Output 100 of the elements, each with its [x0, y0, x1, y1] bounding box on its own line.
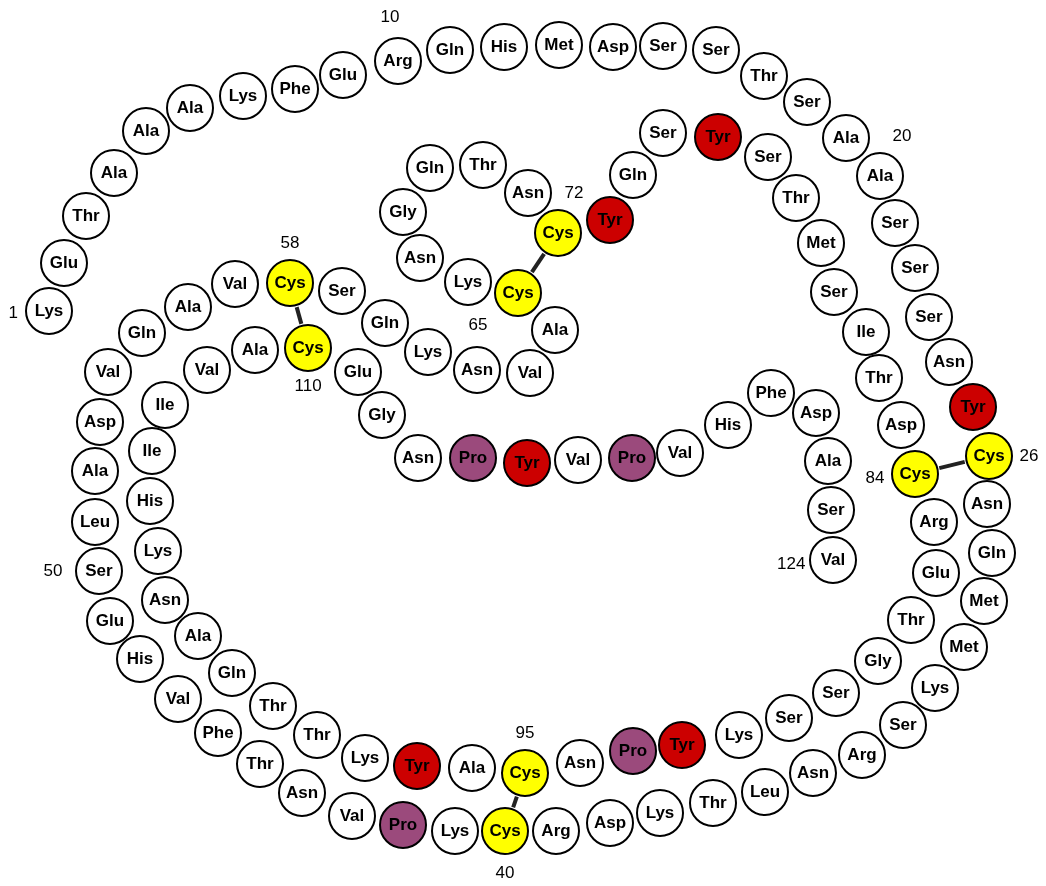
residue-number: 10 [380, 7, 400, 27]
residue-circle: Asp [76, 398, 124, 446]
residue-circle: Ser [765, 694, 813, 742]
residue-circle: Cys [494, 269, 542, 317]
residue-circle: Glu [912, 549, 960, 597]
residue-circle: Ser [810, 268, 858, 316]
residue-circle: Val [328, 792, 376, 840]
residue-number: 50 [43, 561, 63, 581]
residue-circle: Tyr [503, 439, 551, 487]
residue-circle: Leu [741, 768, 789, 816]
residue-circle: Lys [341, 734, 389, 782]
residue-circle: Asn [789, 749, 837, 797]
residue-circle: Ala [856, 152, 904, 200]
residue-circle: Gly [379, 188, 427, 236]
residue-circle: Arg [910, 498, 958, 546]
residue-circle: Lys [911, 664, 959, 712]
residue-circle: Pro [449, 434, 497, 482]
residue-circle: Arg [838, 731, 886, 779]
residue-circle: Thr [855, 354, 903, 402]
residue-circle: Glu [40, 239, 88, 287]
residue-circle: Asn [453, 346, 501, 394]
residue-circle: Ser [75, 547, 123, 595]
residue-circle: Ala [166, 84, 214, 132]
residue-circle: Ala [122, 107, 170, 155]
residue-number: 1 [8, 303, 18, 323]
residue-circle: Gln [406, 144, 454, 192]
residue-circle: Asp [589, 23, 637, 71]
residue-circle: Thr [293, 711, 341, 759]
residue-circle: Asp [877, 401, 925, 449]
residue-circle: Asn [504, 169, 552, 217]
residue-circle: Glu [86, 597, 134, 645]
residue-circle: Pro [609, 727, 657, 775]
residue-circle: Leu [71, 498, 119, 546]
residue-circle: Cys [284, 324, 332, 372]
residue-circle: Ser [879, 701, 927, 749]
residue-circle: Gln [118, 309, 166, 357]
residue-number: 58 [280, 233, 300, 253]
residue-circle: Gln [426, 26, 474, 74]
residue-circle: Pro [379, 801, 427, 849]
residue-circle: Ser [891, 244, 939, 292]
residue-circle: Asn [963, 480, 1011, 528]
residue-circle: Asn [925, 338, 973, 386]
disulfide-bond [511, 796, 519, 808]
residue-circle: Val [154, 675, 202, 723]
residue-circle: Glu [334, 348, 382, 396]
residue-circle: Asn [141, 576, 189, 624]
residue-circle: Ser [783, 78, 831, 126]
residue-circle: Asp [586, 799, 634, 847]
residue-circle: Lys [715, 711, 763, 759]
residue-circle: Met [535, 21, 583, 69]
residue-circle: Val [211, 260, 259, 308]
residue-circle: Cys [481, 807, 529, 855]
residue-circle: Thr [249, 682, 297, 730]
residue-circle: Phe [747, 369, 795, 417]
residue-circle: Cys [501, 749, 549, 797]
residue-circle: Ile [141, 381, 189, 429]
residue-circle: Ser [744, 133, 792, 181]
residue-circle: Ala [174, 612, 222, 660]
residue-circle: Ser [639, 22, 687, 70]
residue-circle: Met [797, 219, 845, 267]
residue-circle: Asn [556, 739, 604, 787]
residue-circle: Gly [854, 637, 902, 685]
residue-number: 72 [564, 183, 584, 203]
residue-circle: Phe [271, 65, 319, 113]
residue-number: 65 [468, 315, 488, 335]
residue-number: 124 [777, 554, 806, 574]
residue-circle: Thr [459, 141, 507, 189]
residue-circle: Thr [740, 52, 788, 100]
residue-circle: Thr [689, 779, 737, 827]
residue-circle: Ala [71, 447, 119, 495]
residue-circle: Pro [608, 434, 656, 482]
residue-circle: Thr [236, 740, 284, 788]
residue-circle: Lys [219, 72, 267, 120]
residue-circle: Gln [361, 299, 409, 347]
residue-circle: Ser [807, 486, 855, 534]
residue-circle: Thr [887, 596, 935, 644]
residue-circle: His [116, 635, 164, 683]
residue-number: 26 [1019, 446, 1039, 466]
residue-circle: Met [940, 623, 988, 671]
residue-circle: Ser [318, 267, 366, 315]
residue-circle: Arg [374, 37, 422, 85]
residue-circle: Ile [128, 427, 176, 475]
residue-circle: Lys [134, 527, 182, 575]
residue-circle: His [126, 477, 174, 525]
residue-circle: Cys [965, 432, 1013, 480]
residue-number: 110 [294, 376, 322, 396]
residue-circle: Ser [639, 109, 687, 157]
residue-number: 20 [892, 126, 912, 146]
disulfide-bond [938, 459, 966, 471]
residue-circle: Ser [812, 669, 860, 717]
residue-circle: Val [809, 536, 857, 584]
residue-circle: Asn [278, 769, 326, 817]
residue-circle: Lys [636, 789, 684, 837]
residue-circle: Ala [804, 437, 852, 485]
residue-circle: Ile [842, 308, 890, 356]
residue-circle: Gln [609, 151, 657, 199]
disulfide-bond [530, 252, 546, 274]
residue-circle: Val [183, 346, 231, 394]
residue-circle: Tyr [694, 113, 742, 161]
residue-circle: Glu [319, 51, 367, 99]
